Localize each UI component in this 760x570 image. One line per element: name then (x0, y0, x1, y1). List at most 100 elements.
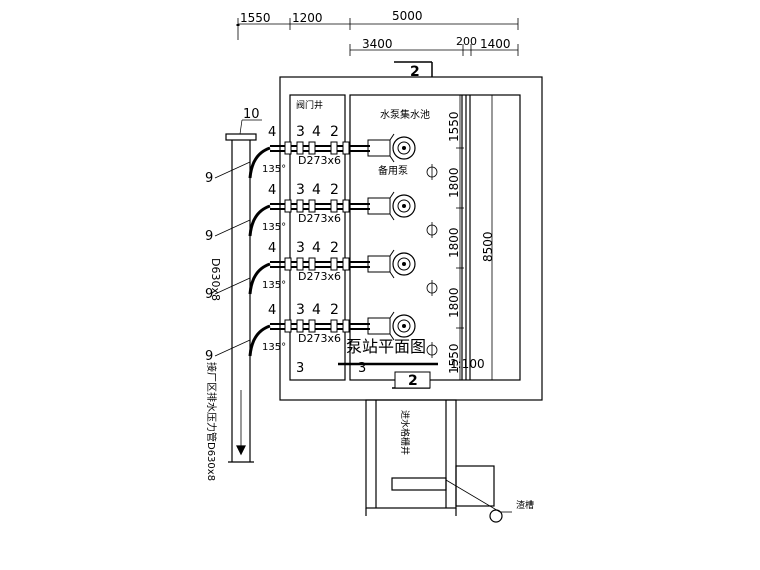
title-text: 泵站平面图 (346, 337, 426, 356)
valve (284, 319, 292, 333)
pump-bracket (389, 133, 395, 141)
main-pipe-spec: D630x8 (209, 258, 222, 301)
leader-line (214, 219, 251, 237)
dim-200: 200 (456, 35, 477, 48)
valve-well-label: 阀门井 (296, 99, 323, 111)
part-label-3-bottom: 3 (296, 361, 304, 376)
pump-coupling (367, 317, 391, 335)
pump-coupling (367, 255, 391, 273)
sludge-note: 渣槽 (516, 499, 534, 511)
part-label-2: 2 (330, 302, 339, 318)
section-mark-top: 2 (394, 61, 433, 80)
part-label-2: 2 (330, 182, 339, 198)
building-outline (279, 76, 543, 401)
right-dimension-lines (456, 94, 493, 381)
pump-bracket (389, 271, 395, 279)
pump-shaft (402, 324, 406, 328)
part-label-3: 3 (296, 302, 305, 318)
valve (296, 257, 304, 271)
part-label-4: 4 (268, 183, 276, 198)
pump-impeller (397, 257, 411, 271)
pump-impeller (397, 141, 411, 155)
valve (330, 141, 338, 155)
part-label-9: 9 (205, 349, 213, 364)
right-dim-1: 1550 (447, 111, 461, 142)
valve (284, 257, 292, 271)
part-label-10: 10 (243, 107, 260, 122)
pump-impeller (397, 199, 411, 213)
valve (330, 257, 338, 271)
part-label-3: 3 (296, 124, 305, 140)
part-label-4: 4 (312, 182, 321, 198)
valve (284, 199, 292, 213)
valve (308, 199, 316, 213)
part-label-4: 4 (268, 303, 276, 318)
pump-sump-label: 水泵集水池 (380, 108, 430, 121)
pump-shaft (402, 204, 406, 208)
discharge-bend (248, 324, 271, 357)
part-label-4: 4 (268, 125, 276, 140)
valve (342, 257, 350, 271)
part-label-3: 3 (296, 182, 305, 198)
standby-pump-label: 备用泵 (378, 164, 408, 177)
pump-bracket (389, 155, 395, 163)
pump-shaft (402, 146, 406, 150)
right-dim-4: 1800 (447, 287, 461, 318)
section-mark-bottom: 2 (392, 371, 431, 389)
pump-impeller (397, 319, 411, 333)
pump-body (392, 252, 416, 276)
valve (296, 319, 304, 333)
pump-bracket (389, 311, 395, 319)
part-label-4: 4 (312, 302, 321, 318)
valve (330, 319, 338, 333)
pump-bracket (389, 333, 395, 341)
part-label-4: 4 (312, 124, 321, 140)
right-dim-3: 1800 (447, 227, 461, 258)
part-label-2: 2 (330, 124, 339, 140)
valve (342, 199, 350, 213)
pump-coupling (367, 197, 391, 215)
top-dimension-lines (236, 18, 519, 56)
dim-3400: 3400 (362, 37, 393, 51)
dim-1400: 1400 (480, 37, 511, 51)
right-dim-total: 8500 (481, 231, 495, 262)
dim-5000: 5000 (392, 9, 423, 23)
angle-label: 135° (262, 342, 286, 353)
pump-body (392, 314, 416, 338)
pump-bracket (389, 213, 395, 221)
dim-1550: 1550 (240, 11, 271, 25)
valve (308, 257, 316, 271)
angle-label: 135° (262, 164, 286, 175)
discharge-bend (248, 146, 271, 179)
discharge-bend (248, 262, 271, 295)
scale-text: 1:100 (450, 357, 485, 371)
right-dim-5: 1550 (447, 343, 461, 374)
valve (308, 141, 316, 155)
part-label-9: 9 (205, 287, 213, 302)
pump-bracket (389, 249, 395, 257)
main-pipe-note: 接厂区排水压力管D630x8 (205, 362, 218, 481)
pipe-spec-label: D273x6 (298, 154, 341, 167)
pipe-spec-label: D273x6 (298, 332, 341, 345)
valve (308, 319, 316, 333)
part-label-3: 3 (296, 240, 305, 256)
pump-body (392, 136, 416, 160)
valve (330, 199, 338, 213)
pump-body (392, 194, 416, 218)
leader-line (214, 339, 251, 357)
main-discharge-pipe (225, 133, 257, 463)
angle-label: 135° (262, 280, 286, 291)
valve (296, 199, 304, 213)
part-label-4: 4 (312, 240, 321, 256)
part-label-9: 9 (205, 229, 213, 244)
part-label-3-bottom: 3 (358, 361, 366, 376)
part-label-9: 9 (205, 171, 213, 186)
part-label-4: 4 (268, 241, 276, 256)
part-label-2: 2 (330, 240, 339, 256)
pipe-spec-label: D273x6 (298, 212, 341, 225)
